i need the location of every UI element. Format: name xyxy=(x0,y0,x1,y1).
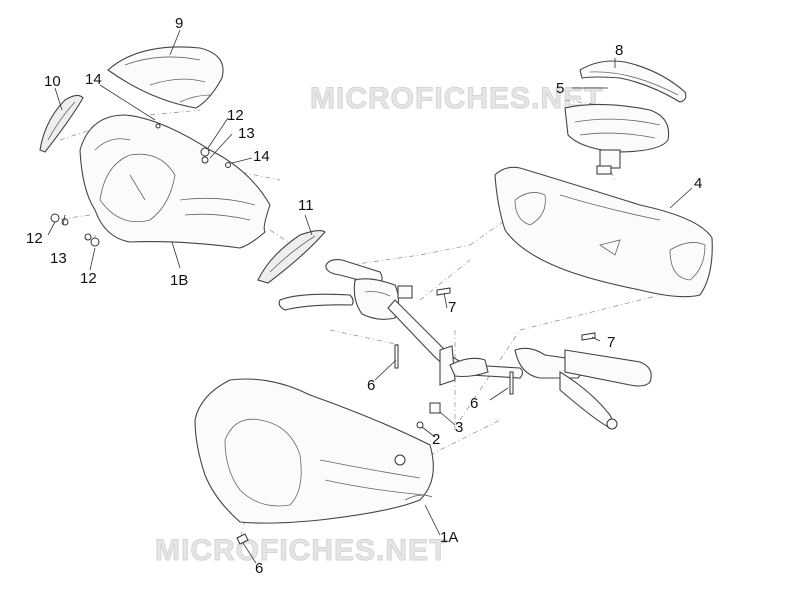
label-6b: 6 xyxy=(470,395,478,412)
label-1b: 1B xyxy=(170,272,188,289)
label-4: 4 xyxy=(694,175,702,192)
label-12a: 12 xyxy=(227,107,244,124)
label-6a: 6 xyxy=(367,377,375,394)
label-13b: 13 xyxy=(50,250,67,267)
label-9: 9 xyxy=(175,15,183,32)
label-6c: 6 xyxy=(255,560,263,577)
label-12b: 12 xyxy=(26,230,43,247)
leader-lines xyxy=(47,29,693,564)
handlebar-tube xyxy=(387,299,524,386)
label-2: 2 xyxy=(432,431,440,448)
label-7a: 7 xyxy=(448,299,456,316)
part-8-instrument-bezel xyxy=(579,60,687,103)
part-1b-rear-handlebar-cover xyxy=(79,114,271,249)
instrument-cluster xyxy=(564,103,670,175)
label-1a: 1A xyxy=(440,529,458,546)
part-11-right-lens xyxy=(257,229,326,284)
callout-labels: 9 10 14 12 13 14 12 13 12 1B 11 8 5 4 7 … xyxy=(26,15,702,577)
label-5: 5 xyxy=(556,80,564,97)
label-11: 11 xyxy=(298,197,314,214)
label-12c: 12 xyxy=(80,270,97,287)
part-10-left-lens xyxy=(39,94,84,153)
part-4-front-handlebar-cover xyxy=(494,166,713,298)
part-1a-lower-handlebar-cover xyxy=(194,378,434,524)
label-13a: 13 xyxy=(238,125,255,142)
watermark-bottom: MICROFICHES.NET xyxy=(155,534,448,567)
label-3: 3 xyxy=(455,419,463,436)
label-8: 8 xyxy=(615,42,623,59)
screws xyxy=(236,287,596,545)
label-14a: 14 xyxy=(85,71,102,88)
part-9-top-cover xyxy=(107,46,224,109)
label-14b: 14 xyxy=(253,148,270,165)
label-7b: 7 xyxy=(607,334,615,351)
watermark-top: MICROFICHES.NET xyxy=(310,82,603,115)
left-lever-grip-assembly xyxy=(278,259,413,320)
hardware-1b xyxy=(50,123,231,247)
right-lever-grip-assembly xyxy=(514,347,652,430)
label-10: 10 xyxy=(44,73,61,90)
